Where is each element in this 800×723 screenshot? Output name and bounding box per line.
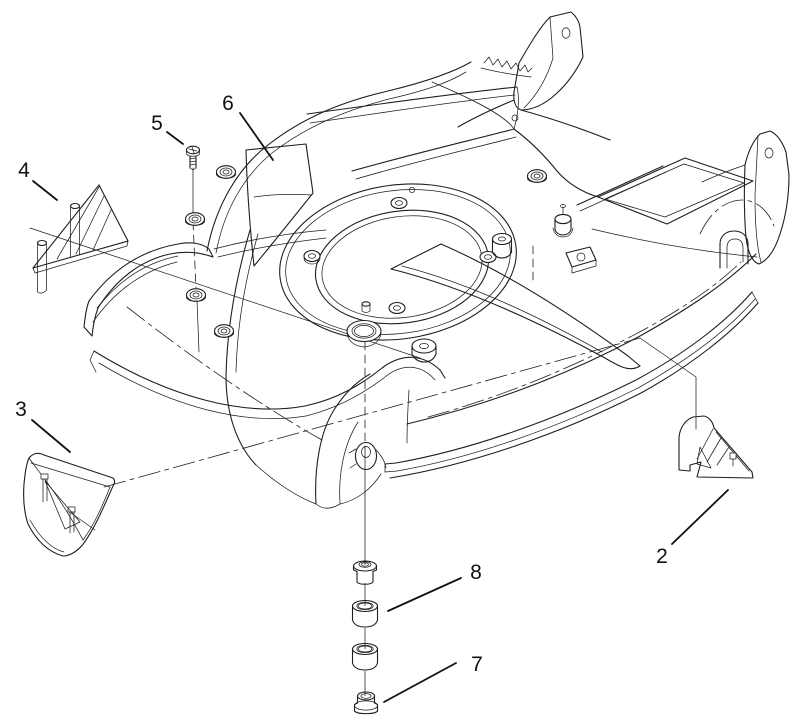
callout-5-leader xyxy=(166,131,184,145)
callout-8-number: 8 xyxy=(470,561,482,584)
bushing-middle xyxy=(351,642,379,671)
callout-7-number: 7 xyxy=(471,653,483,676)
part-7-bushing xyxy=(353,691,379,715)
deck-boss-small xyxy=(411,338,437,363)
callout-2: 2 xyxy=(656,489,729,568)
flange-nut xyxy=(185,288,207,302)
ring-set-screw xyxy=(361,301,371,313)
callout-5: 5 xyxy=(151,112,184,145)
deck-tab xyxy=(565,246,597,274)
ring-bolt-holes xyxy=(303,196,497,315)
callout-2-number: 2 xyxy=(656,545,668,568)
callouts: 4 5 6 3 2 8 7 xyxy=(15,92,729,703)
left-handle-bracket xyxy=(457,11,611,141)
front-left-skirt xyxy=(83,242,214,337)
part-5-screw xyxy=(185,145,201,171)
callout-6-number: 6 xyxy=(222,92,234,115)
callout-7-leader xyxy=(383,662,457,703)
deck-boss-rear xyxy=(491,232,513,259)
callout-8-leader xyxy=(387,577,462,612)
engine-mount-ring xyxy=(279,183,517,341)
callout-8: 8 xyxy=(387,561,482,612)
part-6-panel xyxy=(245,143,314,267)
part-8-bushing xyxy=(351,599,379,628)
flange-nuts xyxy=(184,165,548,338)
callout-4: 4 xyxy=(18,159,58,201)
bushing-flanged-top xyxy=(352,560,378,585)
grommet-seal xyxy=(346,319,382,348)
flange-nut xyxy=(184,212,206,226)
callout-3: 3 xyxy=(15,398,71,453)
bushing-stack xyxy=(351,560,379,715)
callout-3-leader xyxy=(31,419,71,453)
part-3-baffle xyxy=(23,452,116,557)
flange-nut xyxy=(526,169,548,183)
bottom-lip xyxy=(384,291,759,479)
right-handle-bracket xyxy=(699,130,790,269)
callout-5-number: 5 xyxy=(151,112,163,135)
flange-nut xyxy=(213,324,235,338)
assembly-axis-lines xyxy=(29,167,697,713)
rear-tunnel xyxy=(532,157,754,285)
front-lower-skirt xyxy=(89,350,446,509)
callout-4-leader xyxy=(32,180,58,201)
deck-housing xyxy=(83,11,790,509)
part-2-deflector xyxy=(678,415,754,479)
deck-stud xyxy=(552,204,574,238)
flange-nut xyxy=(215,165,237,179)
callout-6: 6 xyxy=(222,92,274,161)
front-right-skirt xyxy=(390,243,641,370)
callout-6-leader xyxy=(239,112,274,161)
callout-4-number: 4 xyxy=(18,159,30,182)
callout-2-leader xyxy=(671,489,729,545)
part-4-baffle xyxy=(32,184,129,294)
callout-7: 7 xyxy=(383,653,483,703)
callout-3-number: 3 xyxy=(15,398,27,421)
